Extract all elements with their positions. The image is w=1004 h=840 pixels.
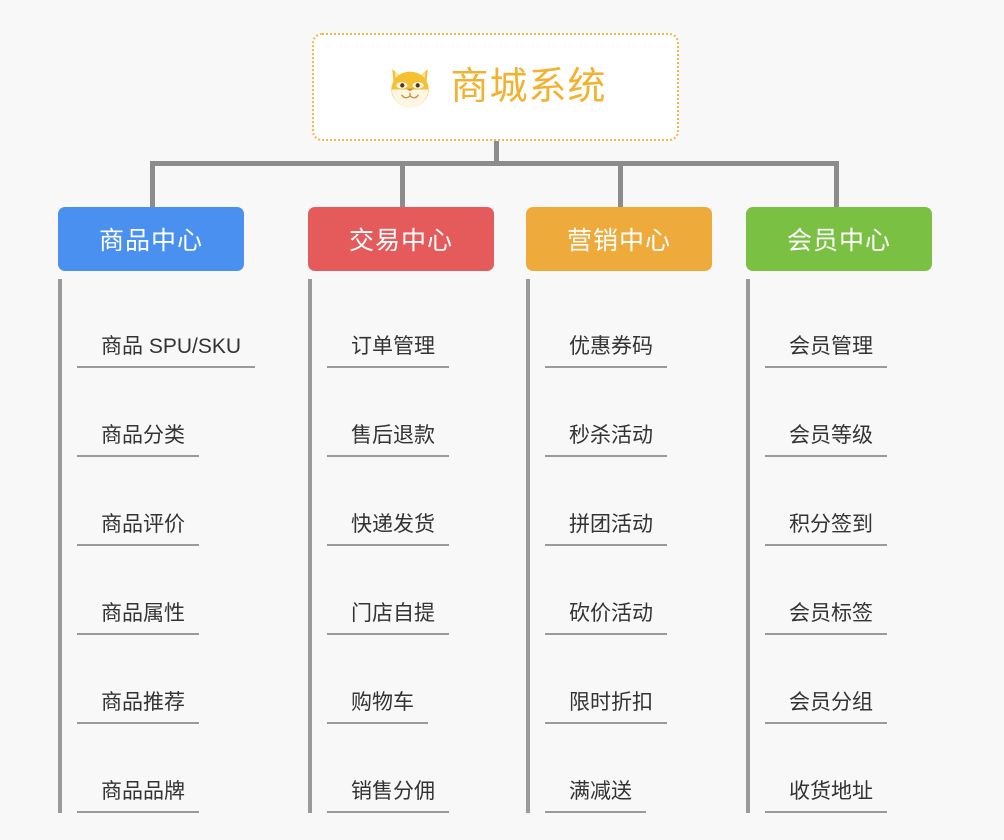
connector-drop-3 [618,161,623,208]
leaf-label: 售后退款 [327,424,449,457]
leaf-label: 秒杀活动 [545,424,667,457]
list-item[interactable]: 门店自提 [327,546,494,635]
list-item[interactable]: 销售分佣 [327,724,494,813]
list-item[interactable]: 会员等级 [765,368,932,457]
list-item[interactable]: 快递发货 [327,457,494,546]
branch-header-3-label: 营销中心 [566,227,671,255]
leaf-label: 限时折扣 [545,691,667,724]
list-item[interactable]: 商品 SPU/SKU [77,279,256,368]
branch-items-4: 会员管理 会员等级 积分签到 会员标签 会员分组 收货地址 [746,279,932,813]
leaf-label: 商品推荐 [77,691,199,724]
branch-items-1: 商品 SPU/SKU 商品分类 商品评价 商品属性 商品推荐 商品品牌 [58,279,256,813]
leaf-label: 订单管理 [327,335,449,368]
list-item[interactable]: 会员管理 [765,279,932,368]
branch-header-1[interactable]: 商品中心 [58,207,244,271]
list-item[interactable]: 优惠券码 [545,279,712,368]
list-item[interactable]: 售后退款 [327,368,494,457]
leaf-label: 满减送 [545,780,646,813]
connector-drop-1 [150,161,155,208]
branch-items-2: 订单管理 售后退款 快递发货 门店自提 购物车 销售分佣 [308,279,494,813]
list-item[interactable]: 商品属性 [77,546,244,635]
branch-header-1-label: 商品中心 [98,227,203,255]
leaf-label: 门店自提 [327,602,449,635]
connector-horizontal-bus [150,161,839,166]
list-item[interactable]: 砍价活动 [545,546,712,635]
leaf-label: 会员等级 [765,424,887,457]
branch-header-4[interactable]: 会员中心 [746,207,932,271]
list-item[interactable]: 满减送 [545,724,712,813]
leaf-label: 会员分组 [765,691,887,724]
leaf-label: 会员标签 [765,602,887,635]
branch-header-4-label: 会员中心 [786,227,891,255]
leaf-label: 商品品牌 [77,780,199,813]
list-item[interactable]: 收货地址 [765,724,932,813]
connector-drop-4 [834,161,839,208]
leaf-label: 商品分类 [77,424,199,457]
leaf-label: 快递发货 [327,513,449,546]
leaf-label: 砍价活动 [545,602,667,635]
list-item[interactable]: 拼团活动 [545,457,712,546]
branch-column-4: 会员中心 会员管理 会员等级 积分签到 会员标签 会员分组 收货地址 [746,207,932,813]
branch-header-3[interactable]: 营销中心 [526,207,712,271]
leaf-label: 积分签到 [765,513,887,546]
leaf-label: 优惠券码 [545,335,667,368]
list-item[interactable]: 秒杀活动 [545,368,712,457]
root-node-shop-system[interactable]: 商城系统 [312,33,679,141]
list-item[interactable]: 商品分类 [77,368,244,457]
branch-header-2-label: 交易中心 [348,227,453,255]
connector-drop-2 [400,161,405,208]
list-item[interactable]: 商品评价 [77,457,244,546]
branch-items-3: 优惠券码 秒杀活动 拼团活动 砍价活动 限时折扣 满减送 [526,279,712,813]
leaf-label: 会员管理 [765,335,887,368]
shiba-dog-icon [391,69,430,108]
list-item[interactable]: 会员分组 [765,635,932,724]
branch-header-2[interactable]: 交易中心 [308,207,494,271]
leaf-label: 商品 SPU/SKU [77,335,256,368]
list-item[interactable]: 积分签到 [765,457,932,546]
list-item[interactable]: 会员标签 [765,546,932,635]
list-item[interactable]: 订单管理 [327,279,494,368]
leaf-label: 销售分佣 [327,780,449,813]
branch-column-3: 营销中心 优惠券码 秒杀活动 拼团活动 砍价活动 限时折扣 满减送 [526,207,712,813]
branch-column-1: 商品中心 商品 SPU/SKU 商品分类 商品评价 商品属性 商品推荐 商品品牌 [58,207,256,813]
branch-column-2: 交易中心 订单管理 售后退款 快递发货 门店自提 购物车 销售分佣 [308,207,494,813]
list-item[interactable]: 商品品牌 [77,724,244,813]
connector-root-stem [494,141,499,165]
list-item[interactable]: 商品推荐 [77,635,244,724]
leaf-label: 购物车 [327,691,428,724]
list-item[interactable]: 限时折扣 [545,635,712,724]
list-item[interactable]: 购物车 [327,635,494,724]
leaf-label: 商品评价 [77,513,199,546]
leaf-label: 商品属性 [77,602,199,635]
root-node-title: 商城系统 [450,66,607,108]
leaf-label: 收货地址 [765,780,887,813]
leaf-label: 拼团活动 [545,513,667,546]
